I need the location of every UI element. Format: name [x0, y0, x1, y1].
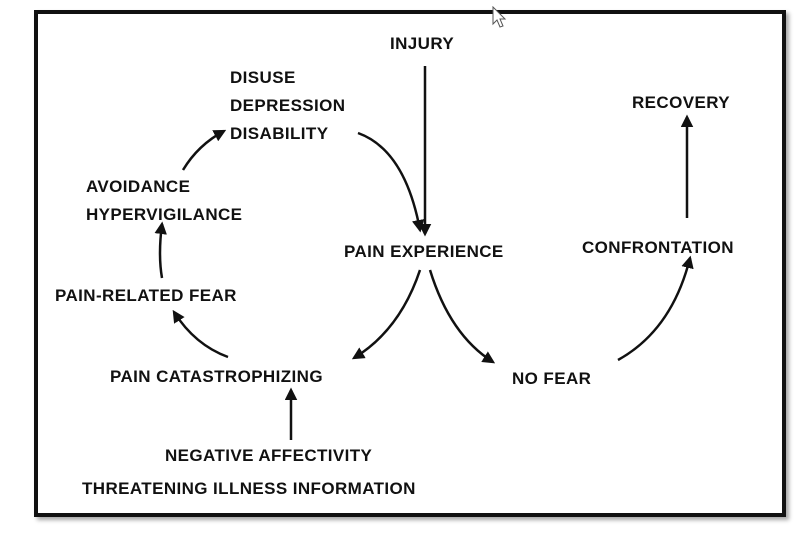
node-hypervigilance: HYPERVIGILANCE	[86, 205, 243, 224]
node-disuse: DISUSE	[230, 68, 296, 87]
node-threatening-illness-information: THREATENING ILLNESS INFORMATION	[82, 479, 416, 498]
arrow-pain-experience-to-no-fear	[428, 269, 496, 364]
node-injury: INJURY	[390, 34, 455, 53]
node-no-fear: NO FEAR	[512, 369, 592, 388]
arrow-disability-to-pain-experience	[357, 131, 425, 233]
node-negative-affectivity: NEGATIVE AFFECTIVITY	[165, 446, 373, 465]
arrow-catastrophizing-to-pain-related-fear	[172, 309, 229, 359]
node-disability: DISABILITY	[230, 124, 329, 143]
mouse-cursor-icon	[492, 6, 507, 28]
node-confrontation: CONFRONTATION	[582, 238, 734, 257]
arrow-no-fear-to-confrontation	[617, 255, 694, 362]
arrow-pain-related-fear-to-avoidance	[154, 221, 167, 279]
node-recovery: RECOVERY	[632, 93, 730, 112]
node-avoidance: AVOIDANCE	[86, 177, 191, 196]
node-avoidance-group: AVOIDANCE HYPERVIGILANCE	[86, 173, 242, 229]
node-pain-related-fear: PAIN-RELATED FEAR	[55, 286, 237, 305]
arrow-pain-experience-to-catastrophizing	[351, 269, 422, 360]
node-pain-catastrophizing: PAIN CATASTROPHIZING	[110, 367, 323, 386]
node-pain-experience: PAIN EXPERIENCE	[344, 242, 504, 261]
node-disuse-group: DISUSE DEPRESSION DISABILITY	[230, 64, 345, 148]
arrow-avoidance-to-disuse	[181, 129, 227, 171]
node-depression: DEPRESSION	[230, 96, 346, 115]
